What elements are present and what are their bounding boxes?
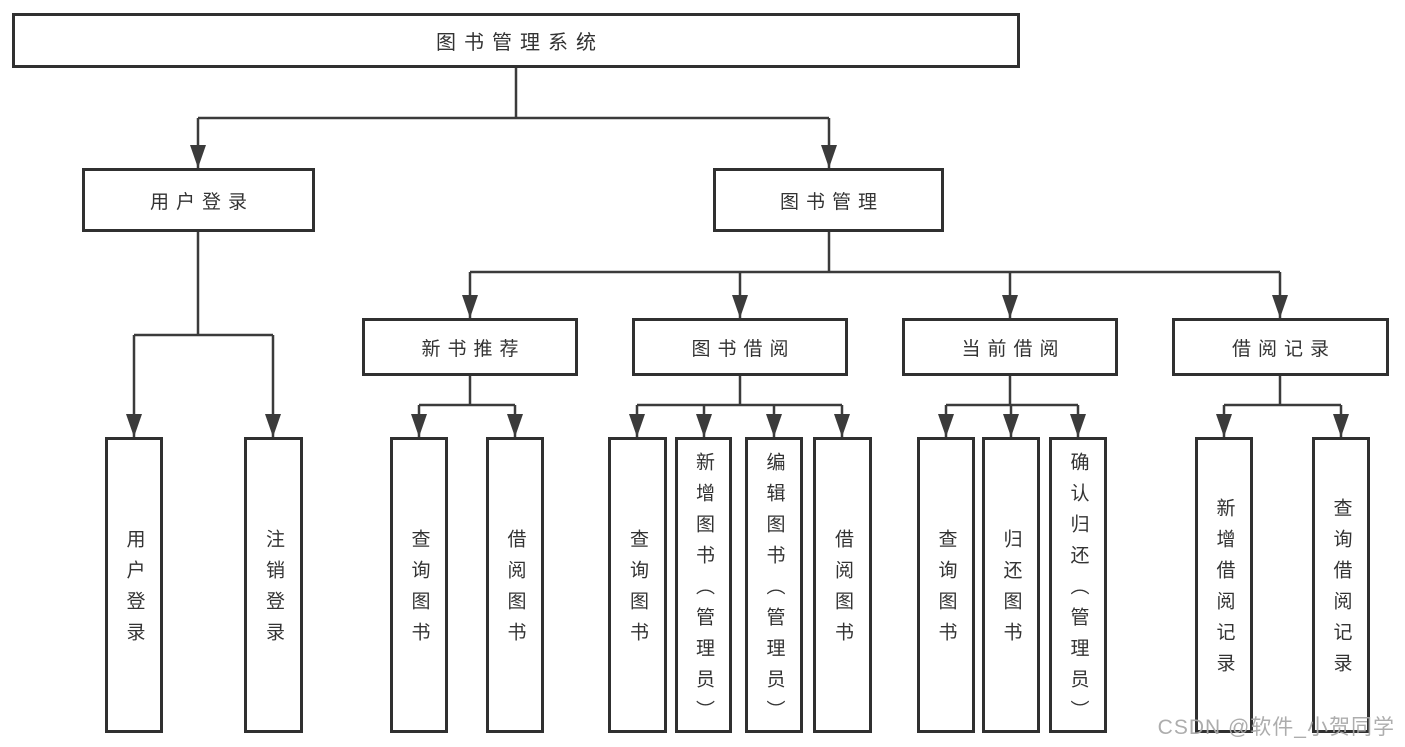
connector-current-trunk <box>946 376 1078 407</box>
csdn-watermark: CSDN @软件_小贺同学 <box>1157 716 1395 739</box>
node-user-login: 用户登录 <box>82 168 315 232</box>
node-book-management: 图书管理 <box>713 168 944 232</box>
leaf-query-books-borrow: 查询图书 <box>608 437 667 733</box>
node-borrowing-records: 借阅记录 <box>1172 318 1389 376</box>
node-label: 图书管理 <box>779 191 884 213</box>
connector-userlogin-trunk <box>134 232 273 337</box>
connector-bookmgmt-trunk <box>470 232 1280 274</box>
node-label: 当前借阅 <box>961 338 1066 360</box>
leaf-label: 查询图书 <box>627 529 648 653</box>
leaf-borrow-books: 借阅图书 <box>813 437 872 733</box>
connector-records-trunk <box>1224 376 1341 407</box>
node-book-borrowing: 图书借阅 <box>632 318 848 376</box>
leaf-label: 注销登录 <box>263 529 284 653</box>
leaf-label: 查询借阅记录 <box>1330 498 1352 684</box>
connector-newbook-trunk <box>419 376 515 407</box>
leaf-query-books-recommend: 查询图书 <box>390 437 448 733</box>
leaf-label: 新增借阅记录 <box>1213 498 1235 684</box>
leaf-label: 编辑图书（管理员） <box>763 452 785 731</box>
leaf-label: 查询图书 <box>935 529 957 653</box>
leaf-add-borrow-record: 新增借阅记录 <box>1195 437 1253 733</box>
node-label: 新书推荐 <box>421 338 526 360</box>
leaf-confirm-return-admin: 确认归还（管理员） <box>1049 437 1107 733</box>
connector-borrow-trunk <box>637 376 842 407</box>
leaf-logout: 注销登录 <box>244 437 303 733</box>
leaf-add-books-admin: 新增图书（管理员） <box>675 437 732 733</box>
leaf-query-borrow-record: 查询借阅记录 <box>1312 437 1370 733</box>
leaf-return-books: 归还图书 <box>982 437 1040 733</box>
leaf-edit-books-admin: 编辑图书（管理员） <box>745 437 803 733</box>
node-root-system: 图书管理系统 <box>12 13 1020 68</box>
leaf-borrow-books-recommend: 借阅图书 <box>486 437 544 733</box>
node-new-book-recommendation: 新书推荐 <box>362 318 578 376</box>
leaf-label: 查询图书 <box>408 529 430 653</box>
leaf-label: 借阅图书 <box>832 529 853 653</box>
leaf-label: 确认归还（管理员） <box>1067 452 1089 731</box>
node-label: 图书借阅 <box>691 338 796 360</box>
node-current-borrowing: 当前借阅 <box>902 318 1118 376</box>
leaf-label: 借阅图书 <box>504 529 526 653</box>
leaf-label: 归还图书 <box>1000 529 1022 653</box>
connector-root-trunk <box>198 68 829 120</box>
node-label: 借阅记录 <box>1231 338 1336 360</box>
leaf-label: 新增图书（管理员） <box>693 452 714 731</box>
node-label: 用户登录 <box>149 191 254 213</box>
leaf-label: 用户登录 <box>123 529 145 653</box>
leaf-query-books-current: 查询图书 <box>917 437 975 733</box>
node-label: 图书管理系统 <box>436 32 604 54</box>
leaf-user-login: 用户登录 <box>105 437 163 733</box>
